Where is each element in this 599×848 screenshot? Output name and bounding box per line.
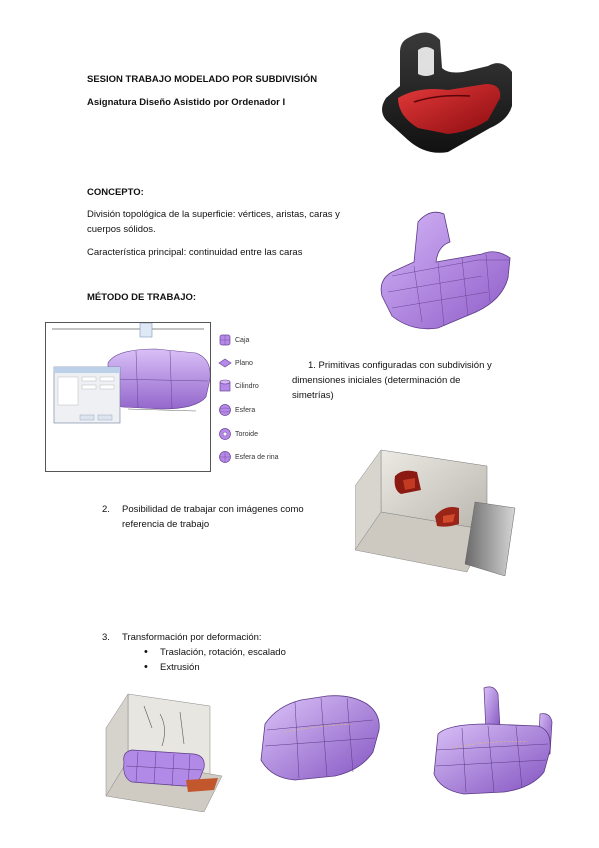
- step-2-number: 2.: [102, 504, 110, 515]
- step-2-line-1: Posibilidad de trabajar con imágenes com…: [122, 504, 304, 515]
- cylinder-icon: [219, 379, 231, 392]
- software-screenshot: [45, 322, 211, 472]
- primitive-sphere[interactable]: Esfera: [218, 403, 255, 417]
- step-1-line-2: dimensiones iniciales (determinación de: [292, 375, 461, 386]
- booster-seat-photo: [378, 28, 520, 156]
- primitive-label: Esfera de rina: [235, 453, 279, 461]
- reference-images-view: [355, 446, 517, 576]
- primitive-label: Caja: [235, 336, 250, 344]
- document-subject: Asignatura Diseño Asistido por Ordenador…: [87, 97, 286, 108]
- bullet-item: Traslación, rotación, escalado: [140, 645, 286, 660]
- primitive-label: Cilindro: [235, 382, 259, 390]
- sphere-icon: [219, 404, 231, 416]
- concept-paragraph-2: Característica principal: continuidad en…: [87, 247, 303, 258]
- primitive-label: Esfera: [235, 406, 256, 414]
- deformation-cushion-model: [255, 690, 383, 782]
- concept-paragraph-1b: cuerpos sólidos.: [87, 224, 156, 235]
- primitive-label: Plano: [235, 359, 253, 367]
- deformation-box-model: [100, 688, 230, 812]
- primitive-plane[interactable]: Plano: [218, 356, 253, 370]
- plane-icon: [218, 358, 232, 368]
- concept-paragraph-1a: División topológica de la superficie: vé…: [87, 209, 340, 220]
- primitive-quadball[interactable]: Esfera de rina: [218, 450, 279, 464]
- primitive-torus[interactable]: Toroide: [218, 427, 258, 441]
- step-3-bullets: Traslación, rotación, escalado Extrusión: [140, 645, 286, 675]
- method-heading: MÉTODO DE TRABAJO:: [87, 292, 197, 303]
- document-title: SESION TRABAJO MODELADO POR SUBDIVISIÓN: [87, 74, 318, 85]
- bullet-item: Extrusión: [140, 660, 286, 675]
- step-3-number: 3.: [102, 632, 110, 643]
- concept-heading: CONCEPTO:: [87, 187, 144, 198]
- box-icon: [219, 334, 231, 346]
- purple-seat-model: [378, 206, 520, 334]
- deformation-seat-model: [428, 684, 554, 796]
- primitive-cylinder[interactable]: Cilindro: [218, 379, 259, 393]
- torus-icon: [219, 428, 231, 440]
- step-3-title: Transformación por deformación:: [122, 632, 262, 643]
- primitive-box[interactable]: Caja: [218, 333, 249, 347]
- step-1-line-1: 1. Primitivas configuradas con subdivisi…: [308, 360, 492, 371]
- step-1-line-3: simetrías): [292, 390, 334, 401]
- step-2-line-2: referencia de trabajo: [122, 519, 210, 530]
- primitive-label: Toroide: [235, 430, 258, 438]
- quadball-icon: [219, 451, 231, 463]
